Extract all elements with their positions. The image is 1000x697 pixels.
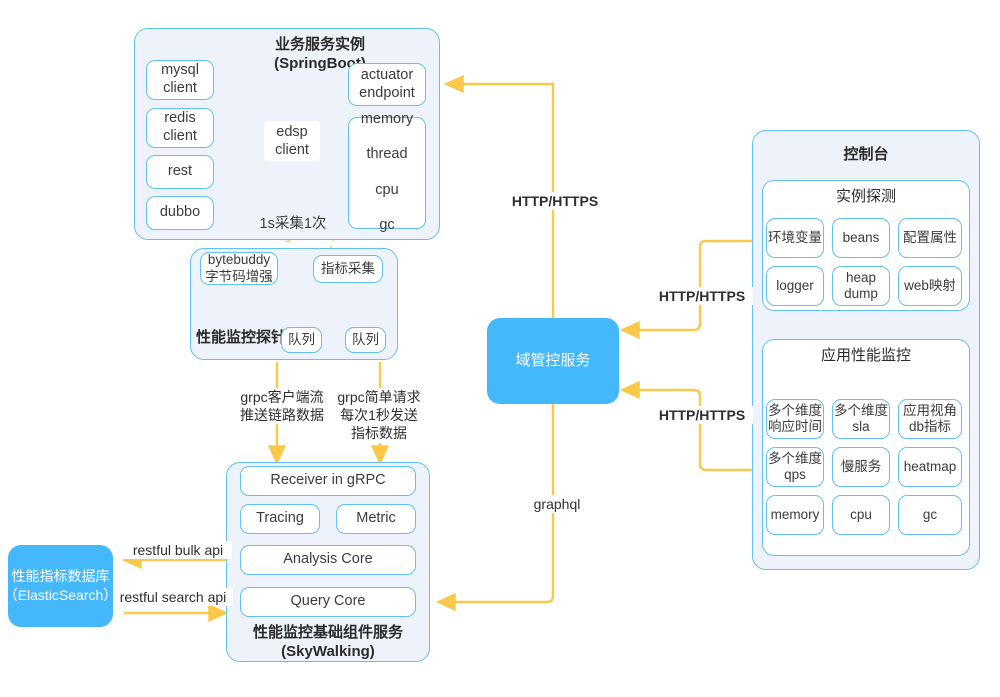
console-item-heap-dump[interactable]: heap dump [832, 266, 890, 306]
node-rest[interactable]: rest [146, 155, 214, 189]
console-title: 控制台 [843, 146, 889, 163]
label-http-top: HTTP/HTTPS [504, 192, 606, 211]
wire-http-apm [619, 380, 752, 472]
console-item-heatmap[interactable]: heatmap [898, 447, 962, 487]
skywalking-title: 性能监控基础组件服务 (SkyWalking) [252, 624, 403, 660]
node-metric[interactable]: Metric [336, 504, 416, 534]
console-item-memory[interactable]: memory [766, 495, 824, 535]
console-item-sla[interactable]: 多个维度 sla [832, 399, 890, 439]
console-item-resp-time[interactable]: 多个维度 响应时间 [766, 399, 824, 439]
sample-rate-note: 1s采集1次 [259, 216, 327, 232]
elasticsearch-box[interactable]: 性能指标数据库 （ElasticSearch） [4, 545, 117, 627]
label-es-search: restful search api [113, 588, 233, 607]
console-section-title-1: 应用性能监控 [820, 347, 911, 364]
node-actuator-endpoint[interactable]: actuator endpoint [348, 63, 426, 106]
console-item-slow-service[interactable]: 慢服务 [832, 447, 890, 487]
console-item-db-metrics[interactable]: 应用视角 db指标 [898, 399, 962, 439]
node-query-core[interactable]: Query Core [240, 587, 416, 617]
node-tracing[interactable]: Tracing [240, 504, 320, 534]
label-http-apm: HTTP/HTTPS [651, 406, 753, 425]
label-http-instance: HTTP/HTTPS [651, 287, 753, 306]
label-graphql: graphql [524, 495, 590, 514]
node-metric-collect[interactable]: 指标采集 [313, 255, 383, 283]
node-analysis-core[interactable]: Analysis Core [240, 545, 416, 575]
console-section-title-0: 实例探测 [835, 188, 896, 205]
node-redis-client[interactable]: redis client [146, 108, 214, 148]
console-item-beans[interactable]: beans [832, 218, 890, 258]
probe-title: 性能监控探针 [196, 329, 287, 346]
console-item-qps[interactable]: 多个维度 qps [766, 447, 824, 487]
node-dubbo[interactable]: dubbo [146, 196, 214, 230]
node-bytebuddy[interactable]: bytebuddy 字节码增强 [200, 252, 278, 285]
label-es-bulk: restful bulk api [124, 541, 232, 560]
wire-http-instance [619, 239, 752, 340]
node-queue-metric[interactable]: 队列 [345, 327, 386, 353]
console-item-env-vars[interactable]: 环境变量 [766, 218, 824, 258]
label-grpc-stream: grpc客户端流 推送链路数据 [234, 388, 330, 425]
domain-service-box[interactable]: 域管控服务 [487, 318, 619, 404]
springboot-title: 业务服务实例 (SpringBoot) [274, 36, 366, 72]
console-item-gc[interactable]: gc [898, 495, 962, 535]
console-item-web-mapping[interactable]: web映射 [898, 266, 962, 306]
label-grpc-simple: grpc简单请求 每次1秒发送 指标数据 [330, 388, 428, 443]
node-edsp-client[interactable]: edsp client [264, 121, 320, 161]
console-item-logger[interactable]: logger [766, 266, 824, 306]
node-jvm-metrics[interactable]: memory thread cpu gc [348, 111, 426, 233]
node-receiver-grpc[interactable]: Receiver in gRPC [240, 466, 416, 496]
node-mysql-client[interactable]: mysql client [146, 60, 214, 100]
console-item-cpu[interactable]: cpu [832, 495, 890, 535]
node-queue-trace[interactable]: 队列 [281, 327, 322, 353]
console-item-config-props[interactable]: 配置属性 [898, 218, 962, 258]
